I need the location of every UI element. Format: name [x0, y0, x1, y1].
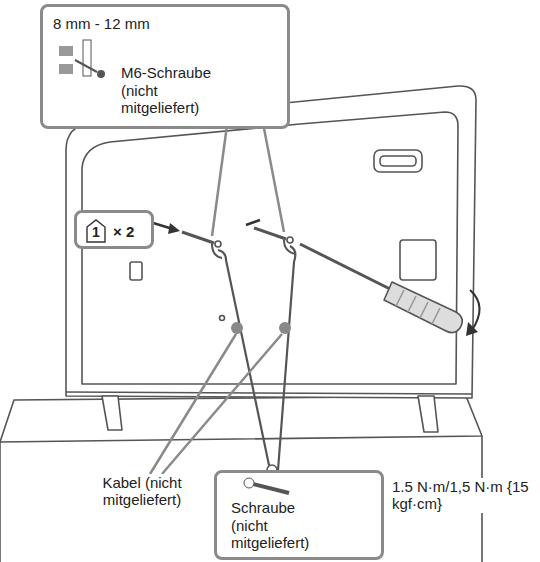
leader-line: [150, 334, 282, 474]
part-label: Kabel (nicht mitgeliefert): [92, 474, 192, 509]
insert-arrow: [150, 220, 260, 230]
cable-marker: [231, 322, 243, 334]
screw-icon: [53, 38, 117, 94]
cable: [218, 250, 270, 470]
arrow-head: [168, 223, 180, 234]
cable: [278, 246, 295, 470]
screwdriver-shaft: [300, 244, 392, 290]
tv-handle: [374, 150, 422, 172]
part-name: M6-Schraube (nicht mitgeliefert): [121, 38, 231, 116]
tv-bezel-line: [66, 392, 472, 394]
stand-foot: [418, 396, 438, 432]
torque-value: 1.5 N·m/1,5 N·m {15 kgf·cm}: [392, 478, 532, 513]
handle-grip: [396, 290, 440, 324]
tv-terminal-2: [130, 262, 142, 280]
rotation-arrowhead: [466, 322, 478, 336]
tv-hole: [215, 241, 221, 247]
dimension-text: 8 mm - 12 mm: [53, 15, 277, 32]
leader-line: [212, 118, 284, 236]
part-name: Schraube (nicht mitgeliefert): [231, 499, 331, 551]
m6-screw: [182, 232, 214, 243]
tv-terminal: [400, 240, 436, 280]
callout-box: 8 mm - 12 mm M6-Schraube (nicht mitgelief…: [40, 4, 290, 129]
cable-marker: [279, 322, 291, 334]
screw-icon: [241, 477, 301, 499]
tv-handle-inner: [380, 156, 416, 166]
tv-hole: [287, 237, 293, 243]
tv-hole: [220, 316, 225, 321]
quantity-box: 1 × 2: [74, 210, 154, 249]
screwdriver-handle: [384, 282, 462, 333]
rotation-arrow: [470, 290, 480, 330]
quantity: × 2: [113, 223, 134, 240]
tv-back: [66, 86, 476, 398]
stand-foot: [102, 396, 122, 430]
callout-box: Schraube (nicht mitgeliefert): [214, 470, 384, 560]
cable-loop: [212, 240, 296, 258]
m6-screw: [254, 228, 286, 239]
callout-number: 1: [92, 224, 100, 240]
cabinet-top: [0, 396, 482, 442]
